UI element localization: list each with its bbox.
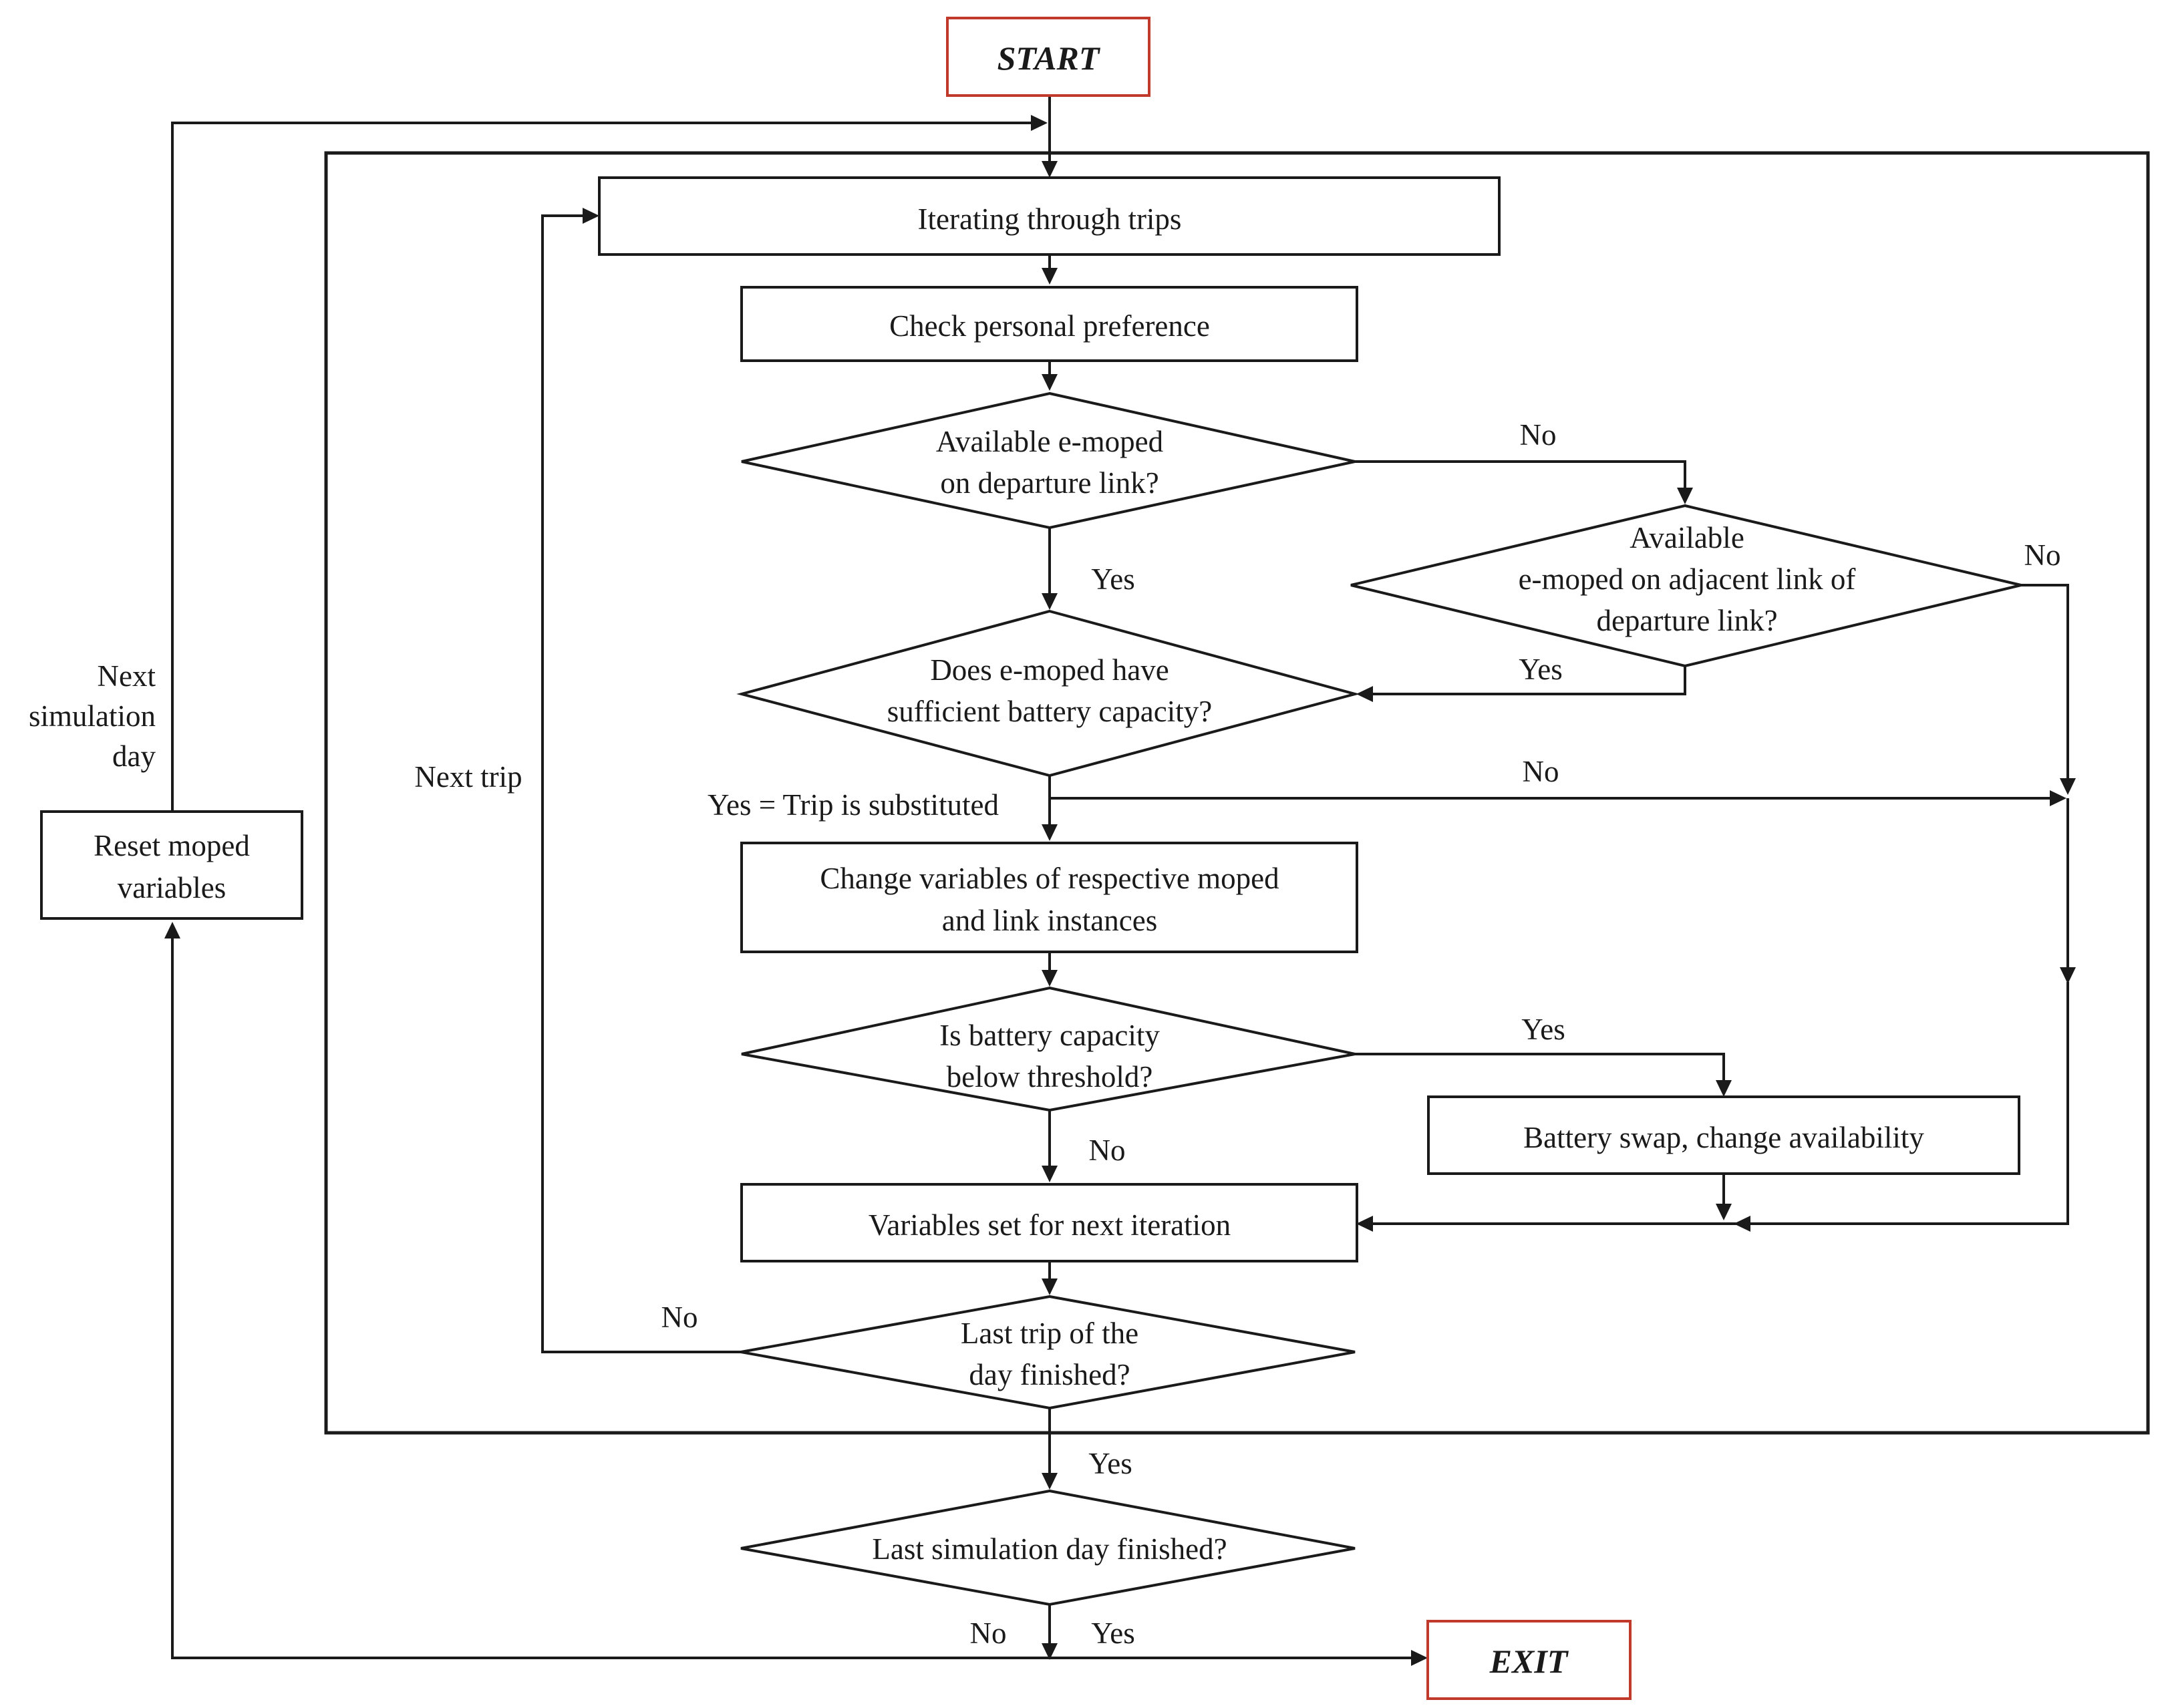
label-yes-last-trip: Yes (1088, 1447, 1132, 1480)
arrowhead (1042, 824, 1058, 841)
battery-swap-box: Battery swap, change availability (1427, 1095, 2020, 1175)
variables-set-label: Variables set for next iteration (869, 1208, 1231, 1242)
label-yes-substituted: Yes = Trip is substituted (708, 788, 999, 822)
arrowhead (1042, 374, 1058, 391)
decision-last-trip: Last trip of the day finished? (740, 1295, 1356, 1410)
decision-last-day-label: Last simulation day finished? (872, 1532, 1227, 1566)
arrowhead (1031, 115, 1048, 131)
label-yes-departure: Yes (1091, 562, 1134, 596)
label-no-last-trip: No (661, 1301, 698, 1334)
daily-loop-frame (324, 151, 2150, 1435)
connectors (171, 96, 2069, 1659)
decision-battery-sufficient-line1: Does e-moped have (930, 653, 1169, 687)
label-no-below: No (1089, 1134, 1126, 1167)
arrowhead (1411, 1650, 1428, 1666)
start-label: START (997, 39, 1101, 77)
decision-battery-sufficient-line2: sufficient battery capacity? (887, 695, 1212, 728)
decision-battery-sufficient: Does e-moped have sufficient battery cap… (736, 609, 1360, 778)
decision-last-day: Last simulation day finished? (740, 1489, 1356, 1606)
arrowhead (2060, 967, 2076, 984)
label-no-adjacent: No (2024, 538, 2061, 572)
decision-last-trip-line1: Last trip of the (961, 1317, 1138, 1350)
arrowheads (164, 115, 2076, 1666)
exit-label: EXIT (1489, 1643, 1569, 1680)
reset-variables-box: Reset moped variables (40, 810, 303, 920)
connector-next-day (171, 122, 1034, 812)
arrowhead (1734, 1216, 1750, 1232)
label-yes-last-day: Yes (1091, 1616, 1134, 1650)
arrowhead (1042, 1473, 1058, 1490)
check-preference-label: Check personal preference (889, 309, 1210, 343)
connector-d2-yes (1370, 666, 1686, 695)
label-no-battery: No (1523, 755, 1559, 788)
decision-available-adjacent-line3: departure link? (1596, 604, 1777, 637)
connector-d6-no (171, 938, 1050, 1659)
variables-set-box: Variables set for next iteration (740, 1183, 1358, 1262)
arrowhead (2060, 778, 2076, 795)
arrowhead (1042, 268, 1058, 285)
connector-d2-no (2021, 584, 2069, 778)
reset-variables-label-line1: Reset moped (94, 829, 250, 862)
label-yes-below: Yes (1521, 1013, 1565, 1046)
label-next-day-line1: Next (98, 659, 156, 693)
label-next-trip: Next trip (414, 760, 522, 794)
exit-terminal: EXIT (1426, 1620, 1632, 1700)
arrowhead (1356, 686, 1373, 702)
battery-swap-label: Battery swap, change availability (1523, 1121, 1924, 1154)
connector-d4-yes (1355, 1053, 1725, 1080)
iterating-trips-box: Iterating through trips (598, 176, 1501, 256)
label-no-last-day: No (970, 1616, 1007, 1650)
decision-battery-below: Is battery capacity below threshold? (741, 986, 1356, 1112)
label-next-day-line2: simulation (29, 699, 156, 733)
connector-right-rail-bottom (1747, 982, 2069, 1225)
check-preference-box: Check personal preference (740, 286, 1358, 362)
change-variables-label-line2: and link instances (942, 904, 1157, 937)
label-no-departure: No (1520, 418, 1557, 452)
arrowhead (1042, 1166, 1058, 1182)
arrowhead (1042, 593, 1058, 610)
decision-available-adjacent: Available e-moped on adjacent link of de… (1350, 504, 2022, 668)
arrowhead (1042, 161, 1058, 178)
iterating-trips-label: Iterating through trips (918, 202, 1182, 236)
change-variables-label-line1: Change variables of respective moped (820, 862, 1279, 895)
arrowhead (1042, 970, 1058, 987)
decision-available-adjacent-line1: Available (1630, 521, 1744, 554)
label-yes-adjacent: Yes (1519, 653, 1562, 686)
decision-available-departure: Available e-moped on departure link? (741, 391, 1356, 530)
arrowhead (1042, 1278, 1058, 1295)
arrowhead (164, 922, 180, 938)
reset-variables-label-line2: variables (118, 871, 226, 904)
arrowhead (1677, 488, 1693, 504)
decision-battery-below-line2: below threshold? (947, 1060, 1153, 1093)
arrowhead (2050, 790, 2066, 806)
start-terminal: START (946, 17, 1150, 97)
arrowhead (1356, 1216, 1373, 1232)
connector-next-trip (541, 214, 741, 1353)
edge-labels: No No Yes Yes No Yes = Trip is substitut… (29, 418, 2061, 1650)
connector-d1-no (1355, 460, 1686, 492)
decision-available-departure-line1: Available e-moped (936, 425, 1163, 458)
arrowhead (583, 208, 599, 224)
change-variables-box: Change variables of respective moped and… (740, 842, 1358, 953)
arrowhead (1716, 1080, 1732, 1097)
label-next-day-line3: day (112, 739, 156, 773)
decision-battery-below-line1: Is battery capacity (939, 1019, 1160, 1052)
arrowhead (1042, 1643, 1058, 1660)
decision-last-trip-line2: day finished? (969, 1358, 1130, 1391)
arrowhead (1716, 1204, 1732, 1220)
decision-available-adjacent-line2: e-moped on adjacent link of (1519, 562, 1856, 596)
decision-available-departure-line2: on departure link? (940, 466, 1159, 500)
